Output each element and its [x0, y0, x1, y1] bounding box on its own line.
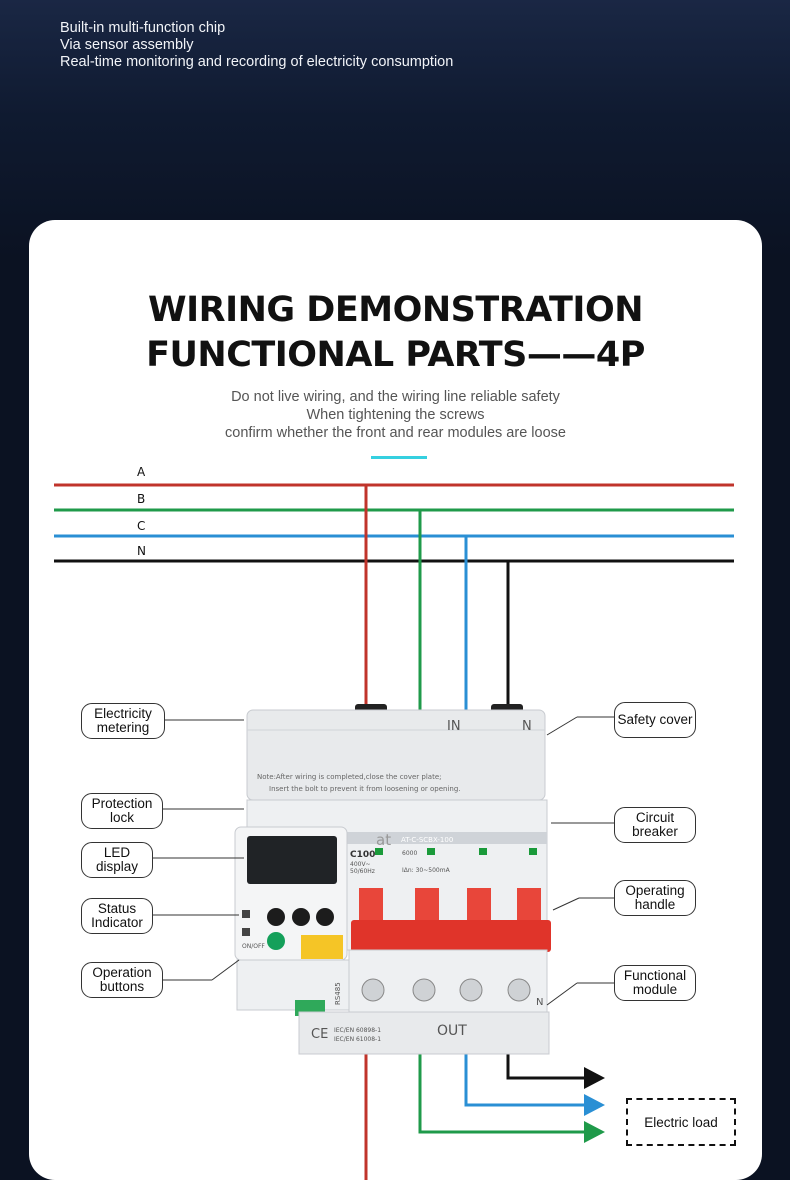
- rating-label: C100: [350, 850, 375, 860]
- callout-operation-buttons: Operation buttons: [81, 962, 163, 998]
- leader-cover-b: [546, 716, 578, 736]
- subtitle-line-2: When tightening the screws: [306, 407, 485, 423]
- callout-functional-module: Functional module: [614, 965, 696, 1001]
- top-band: [347, 832, 547, 844]
- leader-module-b: [546, 982, 578, 1006]
- hero-line-3: Real-time monitoring and recording of el…: [60, 54, 454, 70]
- brand-logo: at: [376, 831, 391, 849]
- cover-n-label: N: [522, 719, 532, 734]
- cover-in-label: IN: [447, 719, 461, 734]
- window-4: [529, 848, 537, 855]
- title-line-1: WIRING DEMONSTRATION: [148, 290, 644, 330]
- button-up: [292, 908, 310, 926]
- callout-operating-handle: Operating handle: [614, 880, 696, 916]
- on-off-label: ON/OFF: [242, 943, 265, 950]
- accent-bar: [371, 456, 427, 459]
- out-arrow-b: [584, 1121, 605, 1143]
- cover-note-2: Insert the bolt to prevent it from loose…: [269, 785, 461, 793]
- status-led-2: [242, 928, 250, 936]
- out-arrow-n: [584, 1067, 605, 1089]
- leader-handle-b: [552, 897, 580, 911]
- lcd-screen: [247, 836, 337, 884]
- callout-protection-lock: Protection lock: [81, 793, 163, 829]
- out-wire-b: [418, 1050, 595, 1134]
- bottom-cover: [298, 1011, 550, 1055]
- model-label: AT-C-SCBX-100: [401, 836, 453, 844]
- electric-load-box: Electric load: [626, 1098, 736, 1146]
- voltage-label: 400V~: [350, 861, 371, 868]
- hero-line-1: Built-in multi-function chip: [60, 20, 226, 36]
- rs485-label: RS485: [334, 982, 342, 1005]
- phase-label-c: C: [137, 519, 146, 533]
- callout-safety-cover: Safety cover: [614, 702, 696, 738]
- lower-terminal-left: [236, 959, 350, 1011]
- breaking-label: 6000: [402, 850, 417, 857]
- hero-banner: Built-in multi-function chip Via sensor …: [0, 0, 790, 260]
- callout-circuit-breaker: Circuit breaker: [614, 807, 696, 843]
- window-2: [427, 848, 435, 855]
- window-1: [375, 848, 383, 855]
- standard-1: IEC/EN 60898-1: [334, 1027, 381, 1034]
- wiring-diagram: IN N Note:After wiring is completed,clos…: [54, 483, 734, 1180]
- hero-feature-list: Built-in multi-function chip Via sensor …: [60, 20, 453, 71]
- frequency-label: 50/60Hz: [350, 868, 375, 875]
- callout-led-display: LED display: [81, 842, 153, 878]
- screw-4: [507, 978, 531, 1002]
- out-label: OUT: [437, 1023, 467, 1039]
- out-wire-n: [506, 1050, 595, 1080]
- title-line-2: FUNCTIONAL PARTS——4P: [146, 335, 645, 375]
- test-button: [301, 935, 343, 959]
- handle-bar: [351, 920, 551, 952]
- leader-buttons-b: [211, 959, 240, 981]
- subtitle-line-1: Do not live wiring, and the wiring line …: [231, 389, 560, 405]
- leakage-label: IΔn: 30~500mA: [402, 867, 451, 874]
- ce-mark: CE: [311, 1027, 328, 1042]
- hero-line-2: Via sensor assembly: [60, 37, 194, 53]
- leader-lines: [151, 716, 614, 1006]
- screw-1: [361, 978, 385, 1002]
- out-wire-c: [464, 1050, 595, 1107]
- callout-status-indicator: Status Indicator: [81, 898, 153, 934]
- callout-electricity-metering: Electricity metering: [81, 703, 165, 739]
- cover-note-1: Note:After wiring is completed,close the…: [257, 773, 441, 781]
- button-onoff: [267, 932, 285, 950]
- subtitle: Do not live wiring, and the wiring line …: [29, 388, 762, 442]
- button-down: [316, 908, 334, 926]
- window-3: [479, 848, 487, 855]
- subtitle-line-3: confirm whether the front and rear modul…: [225, 425, 566, 441]
- button-menu: [267, 908, 285, 926]
- status-led-1: [242, 910, 250, 918]
- phase-label-b: B: [137, 492, 146, 506]
- out-arrow-c: [584, 1094, 605, 1116]
- phase-label-a: A: [137, 465, 146, 479]
- standard-2: IEC/EN 61008-1: [334, 1036, 381, 1043]
- phase-label-n: N: [137, 544, 146, 558]
- bottom-n-label: N: [536, 997, 543, 1008]
- screw-2: [412, 978, 436, 1002]
- screw-3: [459, 978, 483, 1002]
- wiring-card: WIRING DEMONSTRATION FUNCTIONAL PARTS——4…: [29, 220, 762, 1180]
- device-illustration: IN N Note:After wiring is completed,clos…: [234, 704, 551, 1055]
